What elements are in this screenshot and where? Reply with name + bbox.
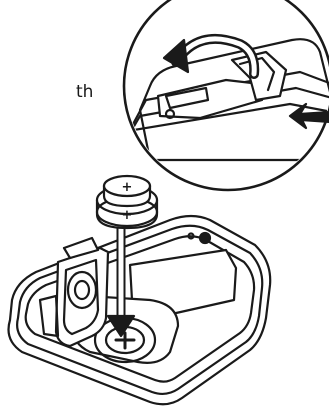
meter-device-icon bbox=[9, 216, 271, 404]
battery-bottom-label: + bbox=[122, 208, 133, 223]
caption-fragment: th bbox=[76, 84, 93, 101]
battery-top-label: + bbox=[122, 180, 133, 195]
magnified-battery-door-icon bbox=[118, 0, 329, 190]
coin-cell-battery-icon: + + bbox=[97, 176, 157, 228]
